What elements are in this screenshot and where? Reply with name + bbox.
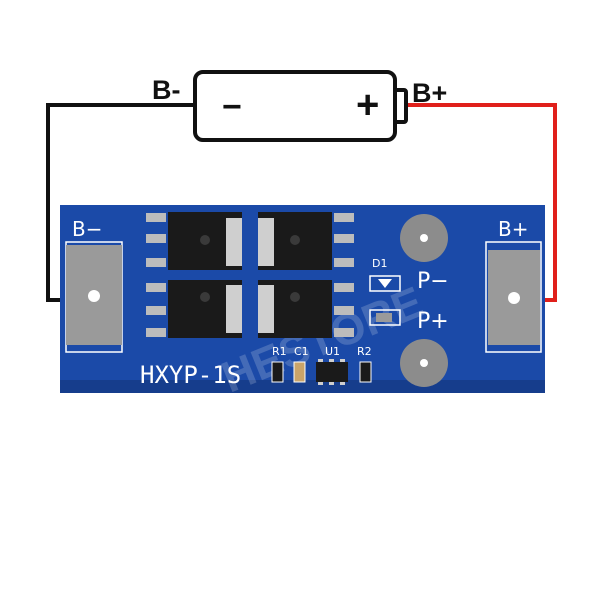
label-c1: C1	[294, 345, 309, 358]
chip-u1	[316, 359, 348, 385]
battery-terminal	[393, 88, 408, 124]
output-pos-label: P+	[417, 309, 449, 334]
board-model-label: HXYP-1S	[140, 361, 241, 389]
label-r2: R2	[357, 345, 372, 358]
mosfet-top-right	[258, 212, 354, 270]
label-r1: R1	[272, 345, 287, 358]
output-pos-pad	[369, 309, 401, 326]
resistor-r1	[271, 361, 284, 383]
mosfet-bottom-right	[258, 280, 354, 338]
b-plus-hole	[508, 292, 520, 304]
battery-minus-symbol: −	[222, 88, 242, 126]
pad-label-b-minus: B−	[72, 217, 102, 241]
label-u1: U1	[325, 345, 340, 358]
label-d1: D1	[372, 257, 387, 270]
mosfet-bottom-left	[146, 280, 242, 338]
b-minus-hole	[88, 290, 100, 302]
battery-positive-label: B+	[412, 78, 447, 108]
pcb-board: HESTORE B− B+	[60, 205, 545, 402]
battery: − +	[193, 70, 408, 142]
battery-negative-label: B-	[152, 75, 181, 105]
mosfet-top-left	[146, 212, 242, 270]
output-neg-label: P−	[417, 269, 449, 294]
resistor-r2	[359, 361, 372, 383]
capacitor-c1	[293, 361, 306, 383]
pad-label-b-plus: B+	[498, 217, 528, 241]
battery-plus-symbol: +	[356, 83, 379, 127]
output-neg-pad	[369, 275, 401, 292]
b-plus-outline	[485, 241, 542, 353]
